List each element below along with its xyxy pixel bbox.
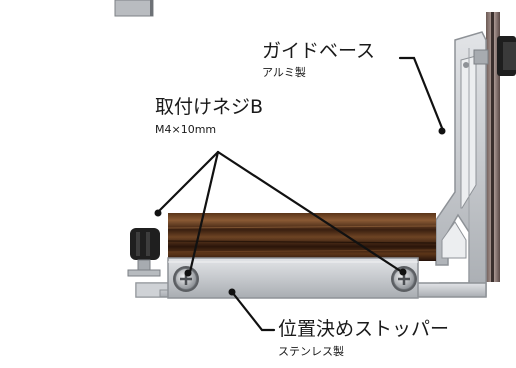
screw-left [173, 266, 199, 292]
guide-base-label: ガイドベース [262, 40, 376, 62]
screw-leader-dot-knob [154, 209, 162, 217]
mounting-screw-label: 取付けネジB [155, 96, 264, 118]
stopper-leader [230, 290, 276, 332]
screw-leader-right [216, 150, 404, 274]
positioning-stopper [167, 257, 419, 299]
knob [127, 228, 161, 277]
screw-leader-mid [188, 150, 220, 274]
wood-workpiece [167, 213, 437, 261]
mounting-screw-spec: M4×10mm [155, 123, 217, 136]
guide-base-material: アルミ製 [262, 66, 306, 79]
screw-leader-left [158, 150, 220, 212]
blade [486, 12, 516, 282]
screw-right [391, 266, 417, 292]
guide-base-leader [398, 56, 444, 130]
positioning-stopper-material: ステンレス製 [278, 345, 344, 358]
leader-lines [154, 56, 446, 332]
positioning-stopper-label: 位置決めストッパー [278, 318, 450, 340]
screw-leader-dot-screw-right [399, 268, 407, 276]
guide-base-leader-dot [438, 127, 446, 135]
guide-base [435, 31, 489, 297]
screw-leader-dot-screw-left [184, 269, 192, 277]
top-left-part [114, 0, 154, 17]
